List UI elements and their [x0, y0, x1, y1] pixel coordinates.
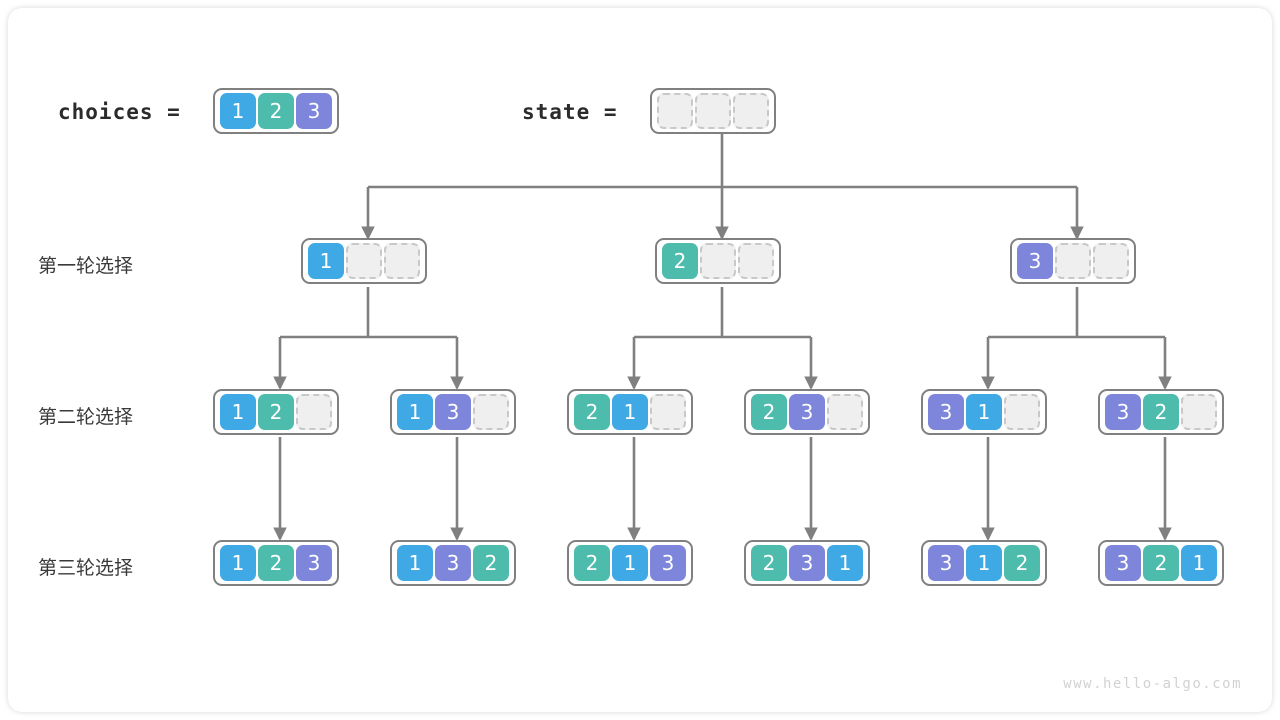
choices-label: choices = — [58, 100, 181, 124]
r2n6-cell-1: 2 — [1143, 394, 1179, 430]
state-cell-1 — [695, 93, 731, 129]
r2n4-cell-1: 3 — [789, 394, 825, 430]
r3n1-cell-0: 1 — [220, 545, 256, 581]
r3n5-cell-1: 1 — [966, 545, 1002, 581]
r3n2-cell-1: 3 — [435, 545, 471, 581]
r2n6-cell-0: 3 — [1105, 394, 1141, 430]
r2n1-cell-1: 2 — [258, 394, 294, 430]
state-label: state = — [522, 100, 618, 124]
r1n3-cell-2 — [1093, 243, 1129, 279]
r3n4-cell-0: 2 — [751, 545, 787, 581]
r2n1-cell-0: 1 — [220, 394, 256, 430]
row-label-round-2: 第二轮选择 — [38, 406, 134, 428]
r3n3-cell-1: 1 — [612, 545, 648, 581]
diagram-card — [8, 8, 1272, 712]
r3n2-cell-2: 2 — [473, 545, 509, 581]
r2n3-cell-0: 2 — [574, 394, 610, 430]
state-cell-0 — [657, 93, 693, 129]
watermark: www.hello-algo.com — [1063, 676, 1242, 692]
r1n1-cell-2 — [384, 243, 420, 279]
state-array-round-1-node-1: 1 — [301, 238, 427, 284]
r2n4-cell-0: 2 — [751, 394, 787, 430]
choices-cell-2: 3 — [296, 93, 332, 129]
r1n3-cell-0: 3 — [1017, 243, 1053, 279]
r3n5-cell-2: 2 — [1004, 545, 1040, 581]
r3n1-cell-1: 2 — [258, 545, 294, 581]
r3n3-cell-0: 2 — [574, 545, 610, 581]
r2n3-cell-2 — [650, 394, 686, 430]
r1n2-cell-2 — [738, 243, 774, 279]
r2n5-cell-2 — [1004, 394, 1040, 430]
r2n3-cell-1: 1 — [612, 394, 648, 430]
r3n1-cell-2: 3 — [296, 545, 332, 581]
state-cell-2 — [733, 93, 769, 129]
r3n5-cell-0: 3 — [928, 545, 964, 581]
r1n3-cell-1 — [1055, 243, 1091, 279]
r2n5-cell-0: 3 — [928, 394, 964, 430]
r1n1-cell-0: 1 — [308, 243, 344, 279]
r3n4-cell-1: 3 — [789, 545, 825, 581]
r3n6-cell-2: 1 — [1181, 545, 1217, 581]
choices-cell-0: 1 — [220, 93, 256, 129]
r3n2-cell-0: 1 — [397, 545, 433, 581]
r1n1-cell-1 — [346, 243, 382, 279]
r3n4-cell-2: 1 — [827, 545, 863, 581]
r1n2-cell-1 — [700, 243, 736, 279]
choices-cell-1: 2 — [258, 93, 294, 129]
state-array — [650, 88, 776, 134]
r2n5-cell-1: 1 — [966, 394, 1002, 430]
state-array-round-1-node-3: 3 — [1010, 238, 1136, 284]
r1n2-cell-0: 2 — [662, 243, 698, 279]
r2n2-cell-2 — [473, 394, 509, 430]
r2n4-cell-2 — [827, 394, 863, 430]
r3n6-cell-0: 3 — [1105, 545, 1141, 581]
r3n6-cell-1: 2 — [1143, 545, 1179, 581]
r2n2-cell-0: 1 — [397, 394, 433, 430]
state-array-round-1-node-2: 2 — [655, 238, 781, 284]
r2n2-cell-1: 3 — [435, 394, 471, 430]
r3n3-cell-2: 3 — [650, 545, 686, 581]
row-label-round-1: 第一轮选择 — [38, 255, 134, 277]
r2n1-cell-2 — [296, 394, 332, 430]
r2n6-cell-2 — [1181, 394, 1217, 430]
row-label-round-3: 第三轮选择 — [38, 557, 134, 579]
